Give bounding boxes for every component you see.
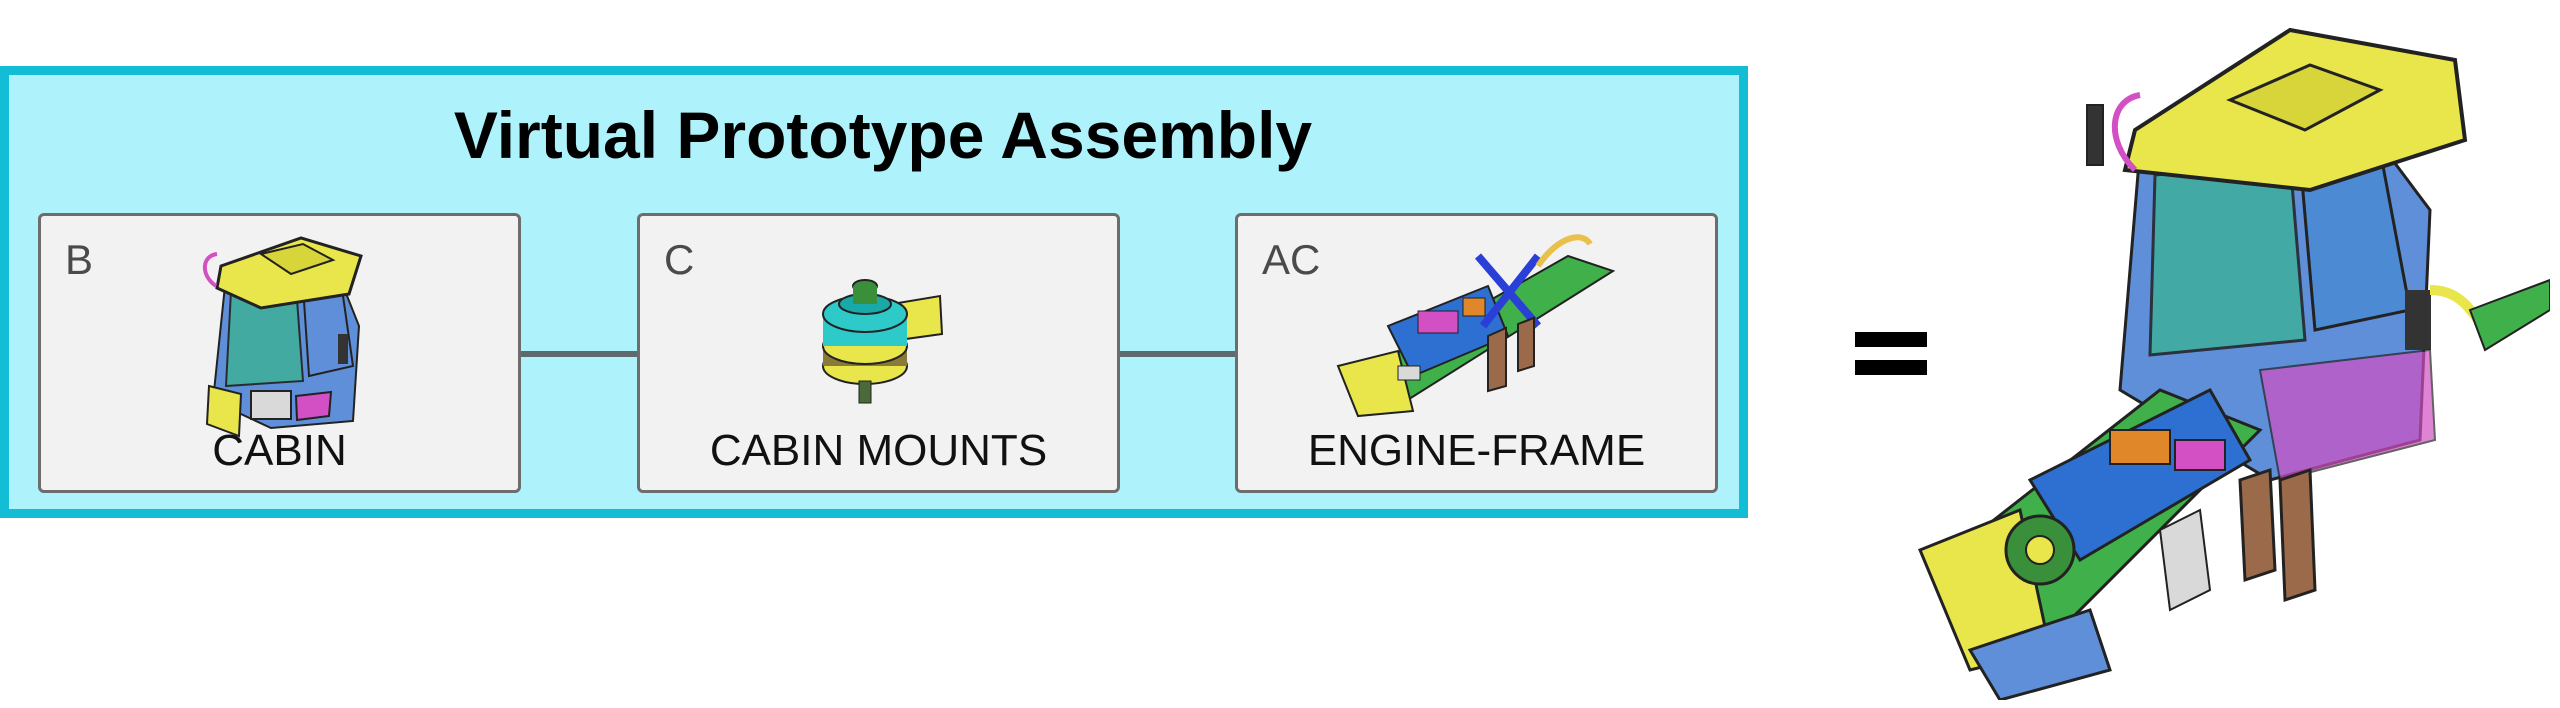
component-code: AC <box>1262 236 1321 283</box>
cabin-model-icon <box>202 236 363 438</box>
complete-vehicle-model-icon <box>1918 27 2550 700</box>
component-name: ENGINE-FRAME <box>1307 426 1646 475</box>
panel-title: Virtual Prototype Assembly <box>453 98 1313 172</box>
component-card-cabin[interactable]: B CABIN <box>38 213 521 493</box>
component-card-cabin-mounts[interactable]: C CABIN MOUNTS <box>637 213 1120 493</box>
connector-mounts-engine <box>1118 351 1238 357</box>
component-card-engine-frame[interactable]: AC ENGINE-FRAME <box>1235 213 1718 493</box>
component-code: B <box>65 236 94 283</box>
component-code: C <box>664 236 695 283</box>
component-name: CABIN MOUNTS <box>709 426 1048 475</box>
equals-sign <box>1855 300 1927 384</box>
component-name: CABIN <box>212 426 347 475</box>
cabin-mounts-model-icon <box>822 279 944 404</box>
engine-frame-model-icon <box>1336 234 1616 418</box>
connector-cabin-mounts <box>520 351 640 357</box>
